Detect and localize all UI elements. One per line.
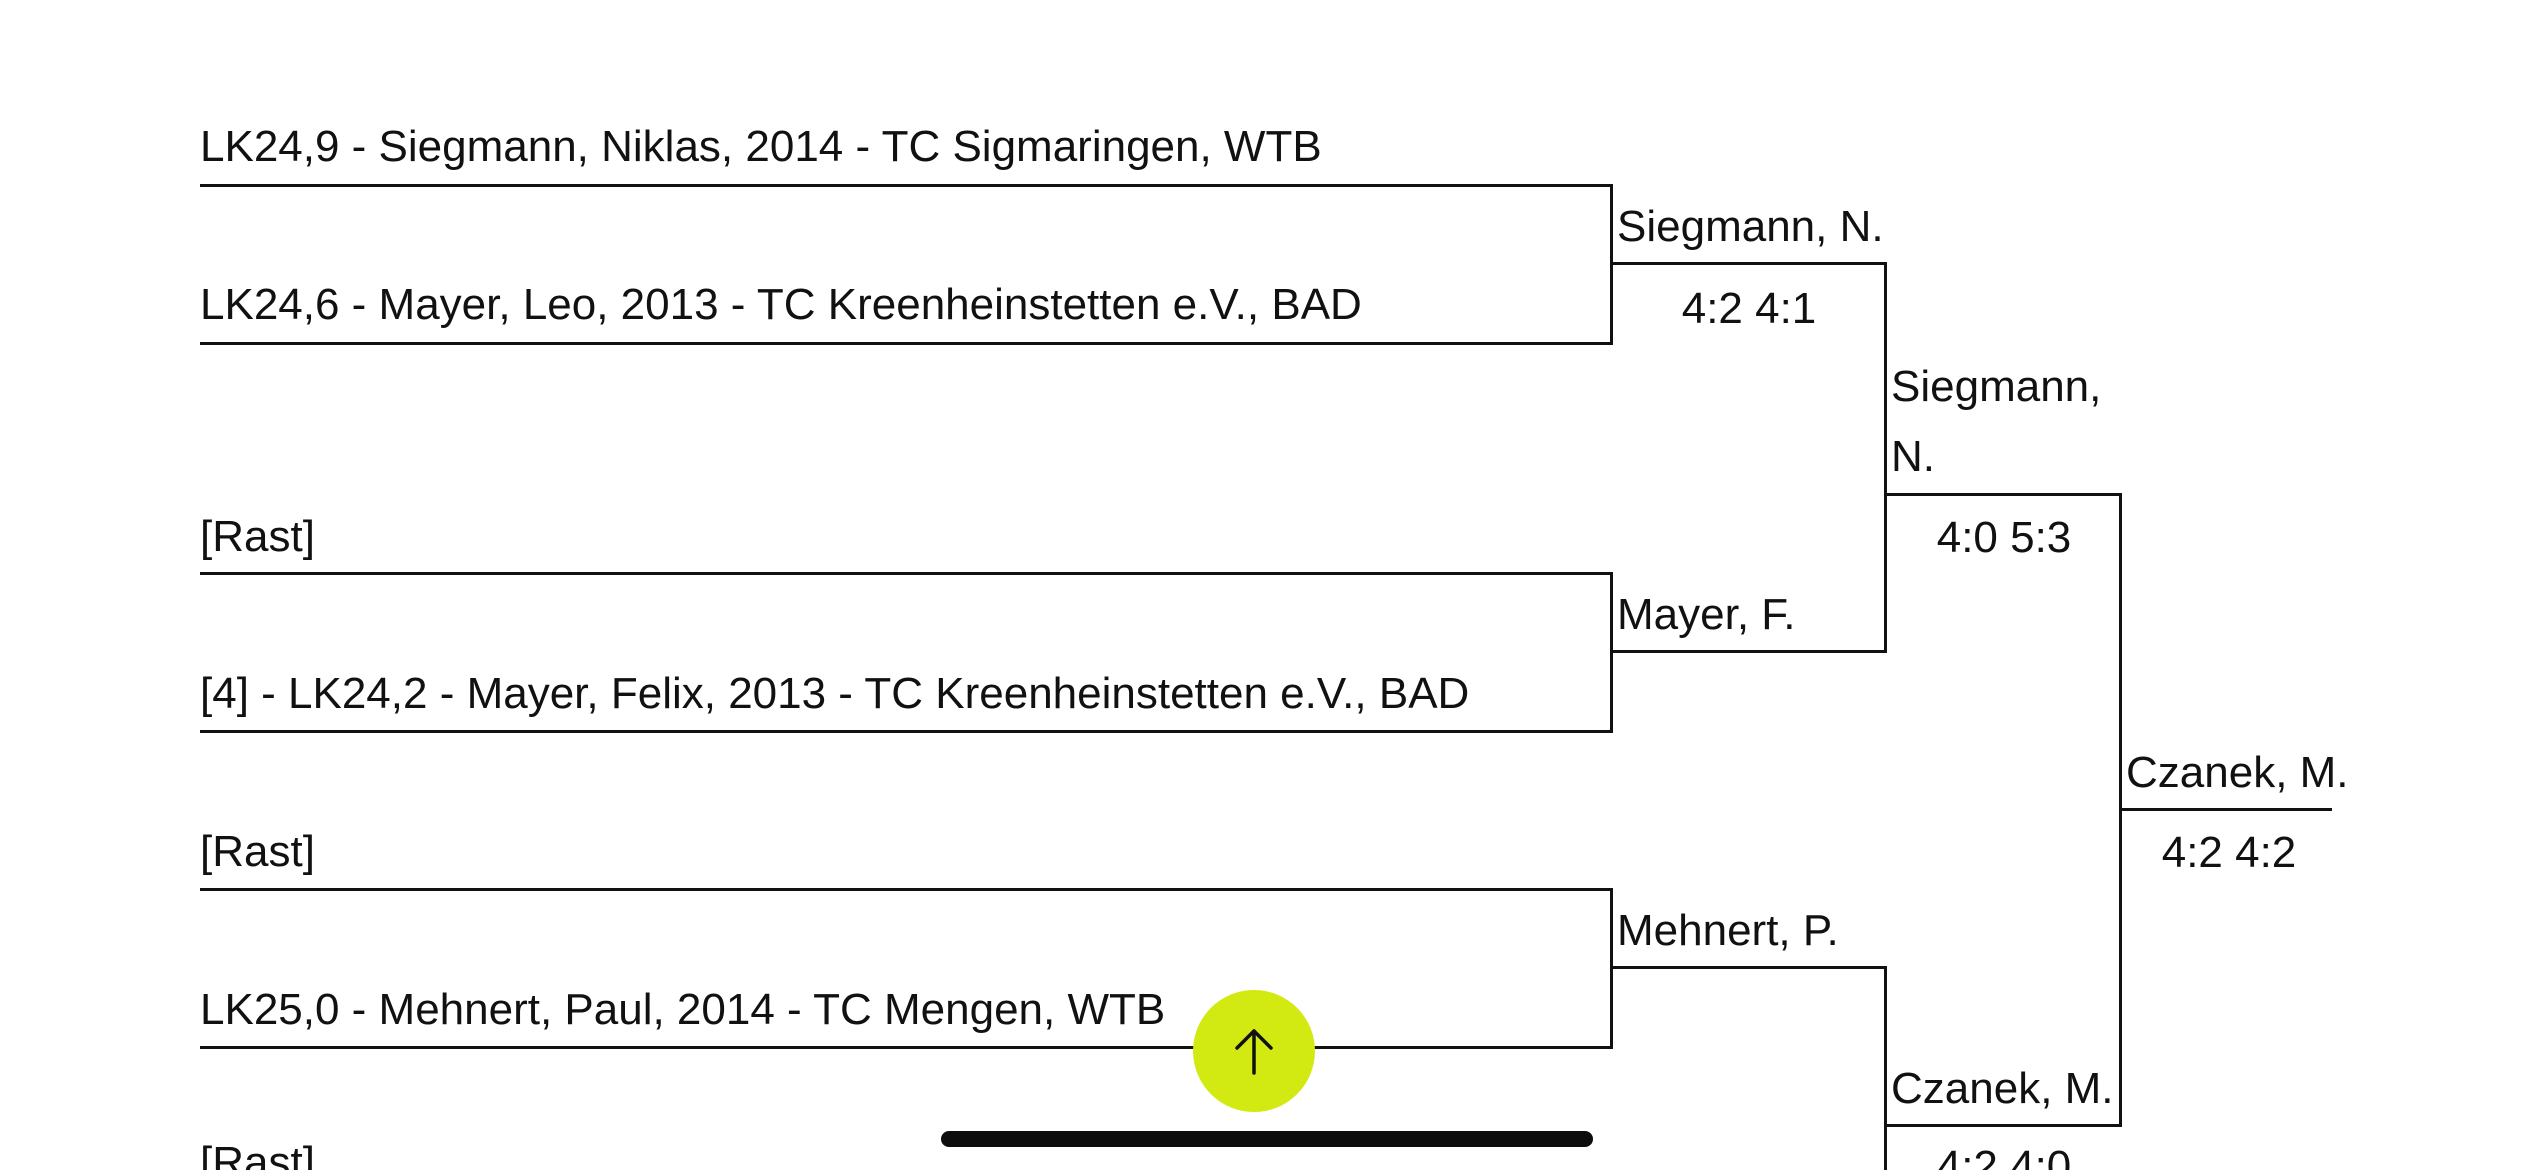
bracket-connector (1884, 262, 1887, 653)
round3-score-1: 4:0 5:3 (1936, 513, 2072, 562)
draw-entry-5: [Rast] (200, 827, 315, 876)
round3-winner-1: Siegmann, N. (1891, 362, 2102, 481)
bracket-line (200, 184, 1613, 187)
bracket-line (2119, 808, 2332, 811)
arrow-up-icon (1231, 1026, 1277, 1076)
draw-entry-6: LK25,0 - Mehnert, Paul, 2014 - TC Mengen… (200, 985, 1166, 1034)
round3-winner-2: Czanek, M. (1891, 1064, 2114, 1113)
draw-entry-1: LK24,9 - Siegmann, Niklas, 2014 - TC Sig… (200, 122, 1322, 171)
round2-winner-3: Mehnert, P. (1617, 906, 1839, 955)
round4-score-1: 4:2 4:2 (2161, 828, 2297, 877)
bracket-line (1884, 1124, 2122, 1127)
round3-score-2: 4:2 4:0 (1936, 1142, 2072, 1170)
draw-entry-4: [4] - LK24,2 - Mayer, Felix, 2013 - TC K… (200, 669, 1470, 718)
bracket-line (200, 342, 1613, 345)
home-indicator[interactable] (941, 1131, 1593, 1147)
bracket-line (1610, 650, 1887, 653)
bracket-line (200, 888, 1613, 891)
bracket-connector (1884, 966, 1887, 1170)
draw-entry-7: [Rast] (200, 1138, 315, 1170)
draw-entry-2: LK24,6 - Mayer, Leo, 2013 - TC Kreenhein… (200, 280, 1362, 329)
bracket-line (1610, 262, 1887, 265)
scroll-to-top-button[interactable] (1193, 990, 1315, 1112)
draw-entry-3: [Rast] (200, 512, 315, 561)
round2-winner-2: Mayer, F. (1617, 590, 1796, 639)
bracket-line (1610, 966, 1887, 969)
round2-score-1: 4:2 4:1 (1681, 284, 1817, 333)
round4-winner-1: Czanek, M. (2126, 748, 2349, 797)
bracket-line (1884, 493, 2122, 496)
bracket-line (200, 572, 1613, 575)
bracket-line (200, 1046, 1613, 1049)
round2-winner-1: Siegmann, N. (1617, 202, 1884, 251)
bracket-line (200, 730, 1613, 733)
